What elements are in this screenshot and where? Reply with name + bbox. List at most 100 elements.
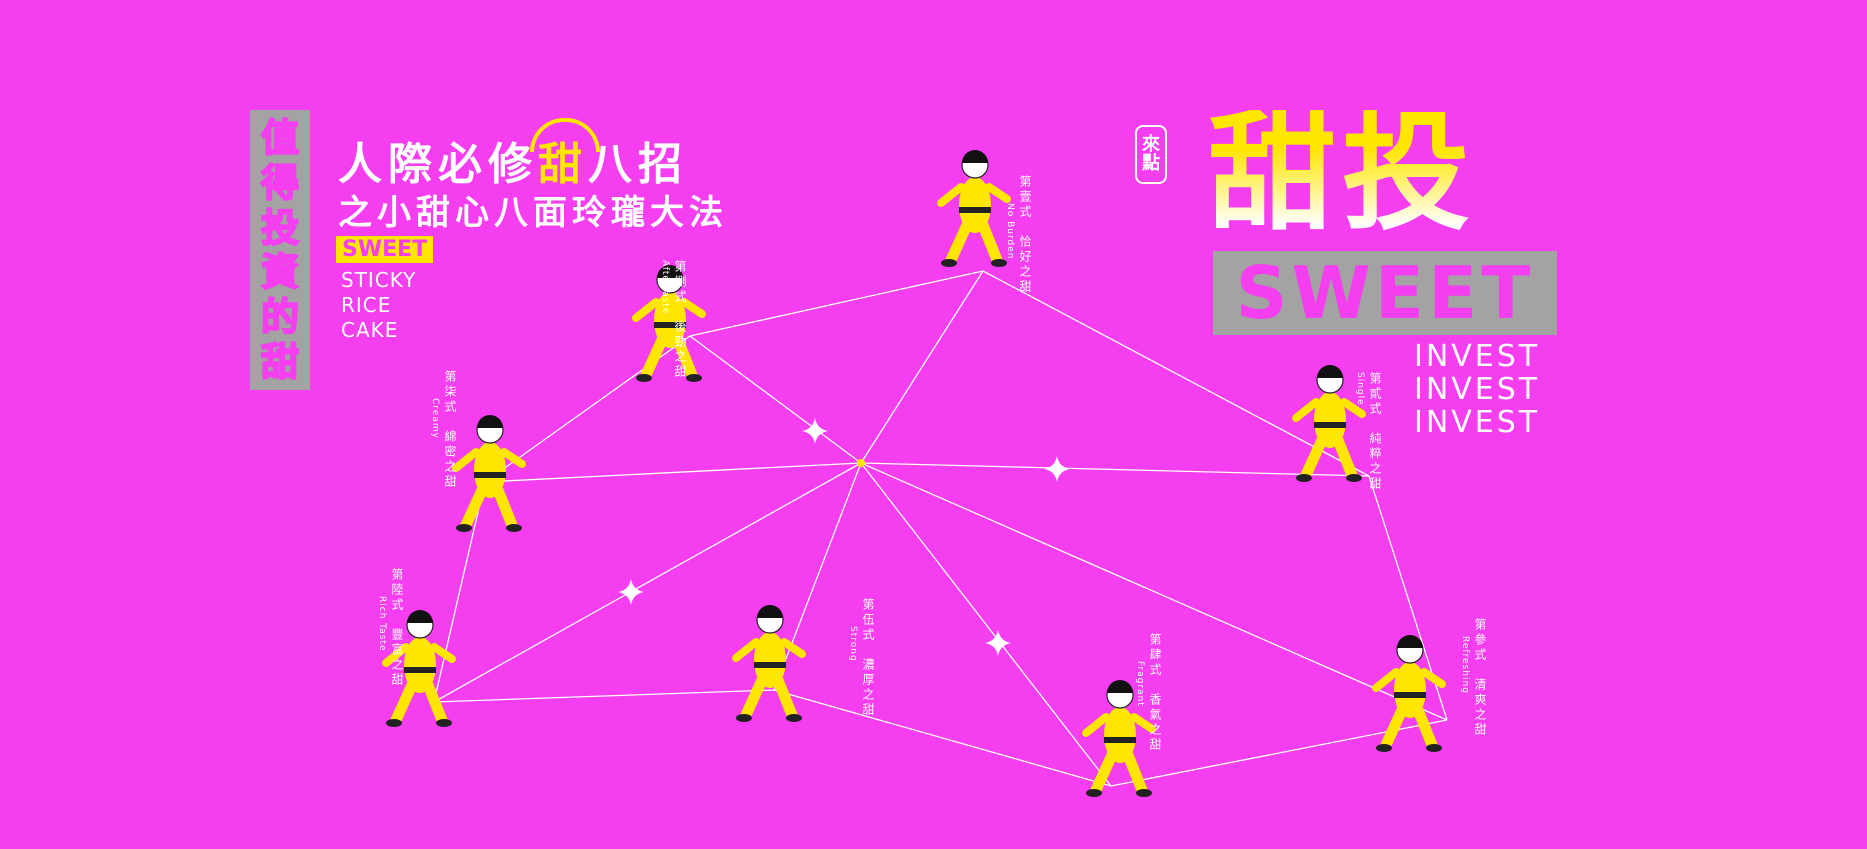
figure-body — [1104, 707, 1136, 763]
figure-belt — [1394, 692, 1426, 698]
move-name: 清爽之甜 — [1473, 678, 1487, 738]
badge-char: 點 — [1142, 152, 1160, 174]
network-edge — [689, 335, 862, 464]
move-num: 第柒式 — [443, 370, 457, 415]
network-edge — [433, 689, 775, 703]
figure-legs — [1300, 434, 1358, 481]
figure-shoe — [686, 374, 702, 382]
move-en: Creamy — [430, 398, 440, 439]
network-edge — [982, 270, 1370, 477]
figure-arms — [632, 298, 706, 322]
network-edge — [860, 462, 1112, 787]
headline-line1: 人際必修甜八招 — [338, 118, 688, 192]
figure-body — [1394, 662, 1426, 718]
figure-belt — [959, 207, 991, 213]
logo-title: 甜投 — [1208, 99, 1477, 248]
headline-highlight: 甜 — [530, 118, 600, 192]
figure-shoe — [786, 714, 802, 722]
sweet-line: CAKE — [341, 318, 399, 342]
figure-belt — [654, 322, 686, 328]
figure-legs — [1090, 749, 1148, 796]
figure-hair — [477, 415, 503, 428]
banner-char: 值 — [260, 116, 300, 161]
figure-arms — [1292, 398, 1366, 422]
banner-char: 投 — [260, 205, 300, 250]
network-edge — [689, 270, 984, 337]
network-edge — [860, 462, 1370, 477]
move-en: No Burden — [1005, 203, 1015, 260]
figure-arms — [452, 448, 526, 472]
logo-sweet: SWEET — [1213, 251, 1557, 335]
move-num: 第伍式 — [861, 598, 875, 643]
sparkle-icon — [618, 579, 644, 605]
figure-body — [404, 637, 436, 693]
sweet-line: RICE — [341, 293, 392, 317]
move-num: 第肆式 — [1148, 633, 1162, 678]
move-name: 香氣之甜 — [1148, 693, 1162, 753]
move-num: 第陸式 — [390, 568, 404, 613]
figure-shoe — [1346, 474, 1362, 482]
figure-legs — [460, 484, 518, 531]
figure-belt — [1314, 422, 1346, 428]
laidian-badge: 來點 — [1135, 125, 1167, 184]
sweet-line: STICKY — [341, 268, 417, 292]
network-edge — [433, 481, 486, 703]
figure-arms — [1372, 668, 1446, 692]
banner-char: 資 — [260, 250, 300, 295]
figure-belt — [404, 667, 436, 673]
figure-legs — [740, 674, 798, 721]
move-en: Fragrant — [1135, 661, 1145, 707]
figure-shoe — [1136, 789, 1152, 797]
headline-pre: 人際必修 — [338, 139, 538, 190]
network-edge — [484, 462, 862, 483]
network-edge — [860, 462, 1448, 721]
figure-body — [754, 632, 786, 688]
figure-belt — [474, 472, 506, 478]
sweet-tag: SWEET — [336, 236, 434, 263]
move-num: 第捌式 — [673, 260, 687, 305]
figure-shoe — [1086, 789, 1102, 797]
network-edge — [773, 462, 862, 691]
figure-hair — [1317, 365, 1343, 378]
figure-legs — [390, 679, 448, 726]
headline-post: 八招 — [588, 139, 688, 190]
headline-line2: 之小甜心八面玲瓏大法 — [338, 193, 728, 233]
move-name: 後勁之甜 — [673, 320, 687, 380]
sparkle-icon — [1044, 456, 1070, 482]
sparkle-icon — [802, 418, 828, 444]
move-en: Refreshing — [1460, 636, 1470, 694]
figure-shoe — [436, 719, 452, 727]
invest-line-3: INVEST — [1414, 405, 1541, 440]
move-num: 第貳式 — [1368, 372, 1382, 417]
move-name: 濃厚之甜 — [861, 658, 875, 718]
figure-hair — [657, 265, 683, 278]
figure-belt — [1104, 737, 1136, 743]
figure-body — [959, 177, 991, 233]
figure-legs — [640, 334, 698, 381]
figure-shoe — [991, 259, 1007, 267]
figure-arms — [937, 183, 1011, 207]
figure-shoe — [1296, 474, 1312, 482]
move-en: Rich Taste — [377, 596, 387, 652]
figure-shoe — [506, 524, 522, 532]
figure-arms — [382, 643, 456, 667]
banner-char: 的 — [260, 294, 300, 339]
figure-shoe — [636, 374, 652, 382]
network-edge — [773, 689, 1112, 787]
figure-shoe — [736, 714, 752, 722]
figure-shoe — [1426, 744, 1442, 752]
figure-shoe — [941, 259, 957, 267]
move-name: 豐富之甜 — [390, 628, 404, 688]
figure-hair — [962, 150, 988, 163]
figure-hair — [1107, 680, 1133, 693]
network-edge — [433, 462, 862, 703]
network-edge — [860, 270, 984, 464]
